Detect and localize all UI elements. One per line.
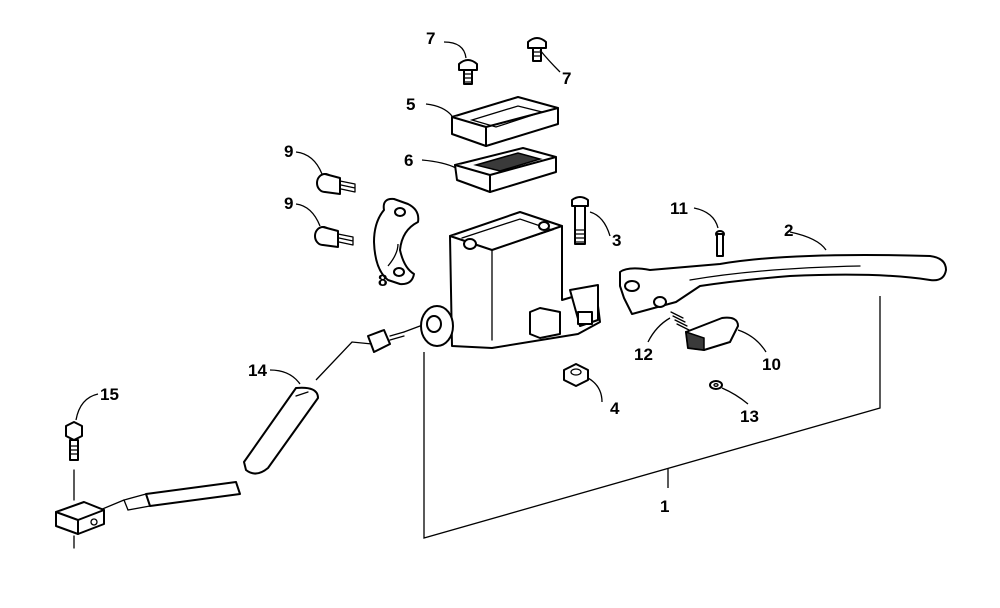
callout-4: 4 <box>610 399 620 418</box>
master-cylinder-body <box>420 211 601 349</box>
cap-screw-7-right <box>527 37 547 62</box>
callout-9-upper: 9 <box>284 142 293 161</box>
callout-7-right: 7 <box>562 69 571 88</box>
reservoir-diaphragm <box>454 147 557 193</box>
hose-fitting <box>315 325 421 381</box>
lever-block <box>685 316 739 351</box>
callout-8: 8 <box>378 271 387 290</box>
return-spring <box>670 311 690 331</box>
reservoir-cover <box>451 96 559 147</box>
callout-2: 2 <box>784 221 793 240</box>
assembly-bracket <box>423 296 881 539</box>
brake-lever <box>619 254 947 315</box>
clamp-screw-9-lower <box>314 226 354 248</box>
callout-14: 14 <box>248 361 267 380</box>
lever-pin <box>715 230 725 257</box>
callout-7-left: 7 <box>426 29 435 48</box>
brake-hose <box>99 386 319 511</box>
lock-nut <box>563 363 589 387</box>
callout-labels: 1 2 3 4 5 6 7 7 8 9 9 10 11 12 13 14 15 <box>100 29 793 516</box>
callout-6: 6 <box>404 151 413 170</box>
callout-13: 13 <box>740 407 759 426</box>
callout-10: 10 <box>762 355 781 374</box>
callout-9-lower: 9 <box>284 194 293 213</box>
clamp-screw-9-upper <box>316 173 356 195</box>
leader-lines <box>75 41 827 421</box>
washer <box>709 380 723 390</box>
callout-3: 3 <box>612 231 621 250</box>
callout-1: 1 <box>660 497 669 516</box>
callout-5: 5 <box>406 95 415 114</box>
callout-12: 12 <box>634 345 653 364</box>
banjo-bolt <box>65 421 83 501</box>
handlebar-clamp <box>373 197 420 286</box>
callout-15: 15 <box>100 385 119 404</box>
callout-11: 11 <box>670 199 688 218</box>
pivot-bolt <box>571 196 589 245</box>
cap-screw-7-left <box>458 59 478 85</box>
hose-terminal-block <box>55 501 105 549</box>
